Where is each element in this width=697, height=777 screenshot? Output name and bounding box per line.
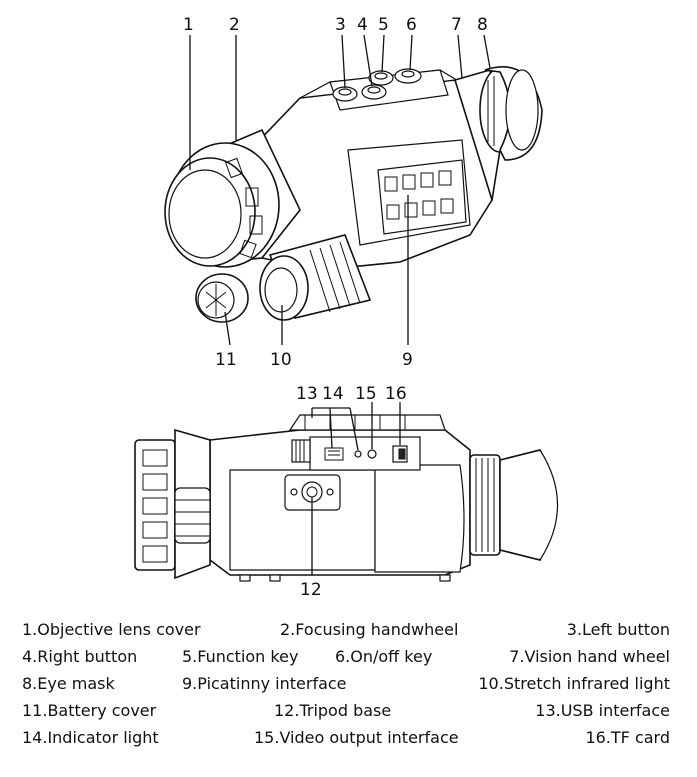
picatinny-rail <box>377 159 467 235</box>
legend-item: 7.Vision hand wheel <box>509 647 670 666</box>
callout-5: 5 <box>378 15 389 35</box>
callout-14: 14 <box>322 384 344 404</box>
callout-1: 1 <box>183 15 194 35</box>
perspective-view <box>164 66 543 323</box>
callout-8: 8 <box>477 15 488 35</box>
callout-7: 7 <box>451 15 462 35</box>
legend-item: 5.Function key <box>182 647 299 666</box>
callout-11: 11 <box>215 350 237 370</box>
ir-light <box>259 234 372 321</box>
legend-item: 14.Indicator light <box>22 728 159 747</box>
callout-10: 10 <box>270 350 292 370</box>
legend-row-4: 11.Battery cover 12.Tripod base 13.USB i… <box>22 701 670 728</box>
legend-item: 12.Tripod base <box>274 701 392 720</box>
battery-cover <box>195 273 249 323</box>
callout-3: 3 <box>335 15 346 35</box>
legend-row-3: 8.Eye mask 9.Picatinny interface 10.Stre… <box>22 674 670 701</box>
legend-item: 13.USB interface <box>535 701 670 720</box>
legend-item: 1.Objective lens cover <box>22 620 201 639</box>
legend-item: 9.Picatinny interface <box>182 674 347 693</box>
legend-item: 6.On/off key <box>335 647 433 666</box>
legend-item: 15.Video output interface <box>254 728 459 747</box>
callout-13: 13 <box>296 384 318 404</box>
eyepiece <box>453 66 543 201</box>
callout-4: 4 <box>357 15 368 35</box>
leader-lines <box>189 34 491 575</box>
callout-15: 15 <box>355 384 377 404</box>
legend-item: 11.Battery cover <box>22 701 157 720</box>
device-diagram: 1 2 3 4 5 6 7 8 9 10 11 12 13 14 15 16 <box>134 15 559 600</box>
legend-row-1: 1.Objective lens cover 2.Focusing handwh… <box>22 620 670 647</box>
eyepiece-side <box>469 449 559 561</box>
legend-item: 10.Stretch infrared light <box>478 674 670 693</box>
callout-numbers: 1 2 3 4 5 6 7 8 9 10 11 12 13 14 15 16 <box>183 15 488 600</box>
callout-6: 6 <box>406 15 417 35</box>
legend-row-5: 14.Indicator light 15.Video output inter… <box>22 728 670 755</box>
legend-item: 4.Right button <box>22 647 138 666</box>
callout-16: 16 <box>385 384 407 404</box>
side-view <box>134 414 559 582</box>
callout-2: 2 <box>229 15 240 35</box>
legend-item: 16.TF card <box>585 728 670 747</box>
callout-12: 12 <box>300 580 322 600</box>
legend-item: 3.Left button <box>566 620 670 639</box>
callout-9: 9 <box>402 350 413 370</box>
legend-item: 8.Eye mask <box>22 674 115 693</box>
legend-row-2: 4.Right button 5.Function key 6.On/off k… <box>22 647 670 674</box>
lens-front <box>134 428 211 580</box>
legend-item: 2.Focusing handwheel <box>280 620 459 639</box>
objective-lens <box>164 128 301 268</box>
